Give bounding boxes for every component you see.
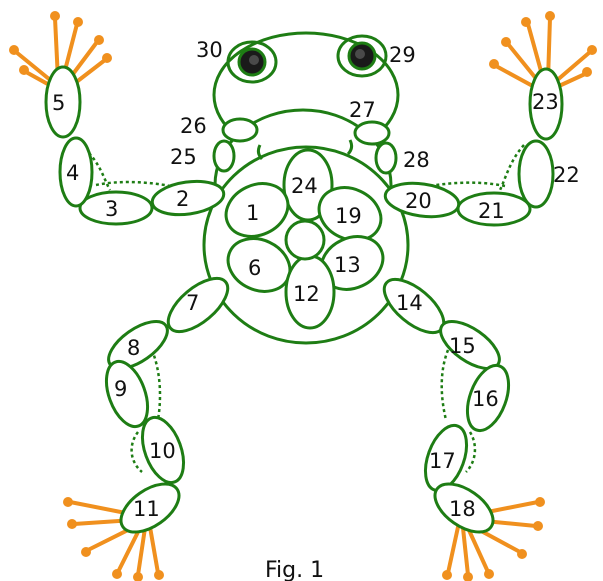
figure-caption: Fig. 1 bbox=[265, 558, 324, 581]
label-29: 29 bbox=[389, 43, 416, 67]
ring-27 bbox=[353, 120, 391, 146]
label-17: 17 bbox=[429, 449, 456, 473]
label-4: 4 bbox=[66, 161, 79, 185]
ring-3 bbox=[78, 190, 154, 226]
label-8: 8 bbox=[127, 336, 140, 360]
label-1: 1 bbox=[246, 201, 259, 225]
ring-16 bbox=[465, 363, 511, 433]
ring-26 bbox=[221, 117, 259, 143]
label-30: 30 bbox=[196, 38, 223, 62]
ring-11 bbox=[119, 482, 181, 534]
label-2: 2 bbox=[176, 187, 189, 211]
label-21: 21 bbox=[478, 199, 505, 223]
label-11: 11 bbox=[133, 497, 160, 521]
ring-22 bbox=[517, 139, 555, 209]
ring-number-labels: 1 2 3 4 5 6 7 8 9 10 11 12 13 14 15 16 1… bbox=[52, 38, 580, 521]
label-28: 28 bbox=[403, 148, 430, 172]
ring-10 bbox=[140, 415, 186, 485]
label-23: 23 bbox=[532, 90, 559, 114]
ring-19 bbox=[317, 186, 383, 242]
label-24: 24 bbox=[291, 174, 318, 198]
label-14: 14 bbox=[396, 291, 423, 315]
label-9: 9 bbox=[114, 377, 127, 401]
label-3: 3 bbox=[105, 197, 118, 221]
label-6: 6 bbox=[248, 256, 261, 280]
ring-28 bbox=[374, 141, 398, 175]
ring-23 bbox=[528, 67, 564, 141]
ring-5 bbox=[44, 65, 82, 139]
label-26: 26 bbox=[180, 114, 207, 138]
ring-17 bbox=[423, 423, 469, 493]
ring-center bbox=[284, 219, 326, 261]
ring-2 bbox=[150, 179, 226, 217]
label-18: 18 bbox=[449, 497, 476, 521]
label-7: 7 bbox=[186, 291, 199, 315]
label-19: 19 bbox=[335, 204, 362, 228]
eye-left bbox=[226, 40, 278, 84]
ring-18 bbox=[433, 482, 495, 534]
ring-1 bbox=[224, 182, 290, 238]
label-15: 15 bbox=[449, 334, 476, 358]
label-16: 16 bbox=[472, 387, 499, 411]
ring-9 bbox=[104, 359, 150, 429]
label-10: 10 bbox=[149, 439, 176, 463]
eye-right bbox=[336, 34, 388, 78]
ring-21 bbox=[456, 191, 532, 227]
label-13: 13 bbox=[334, 253, 361, 277]
label-25: 25 bbox=[170, 145, 197, 169]
ring-7 bbox=[166, 276, 230, 334]
label-22: 22 bbox=[553, 163, 580, 187]
label-5: 5 bbox=[52, 91, 65, 115]
label-12: 12 bbox=[293, 282, 320, 306]
ring-4 bbox=[58, 136, 94, 208]
ring-25 bbox=[212, 139, 236, 173]
label-27: 27 bbox=[349, 98, 376, 122]
label-20: 20 bbox=[405, 189, 432, 213]
